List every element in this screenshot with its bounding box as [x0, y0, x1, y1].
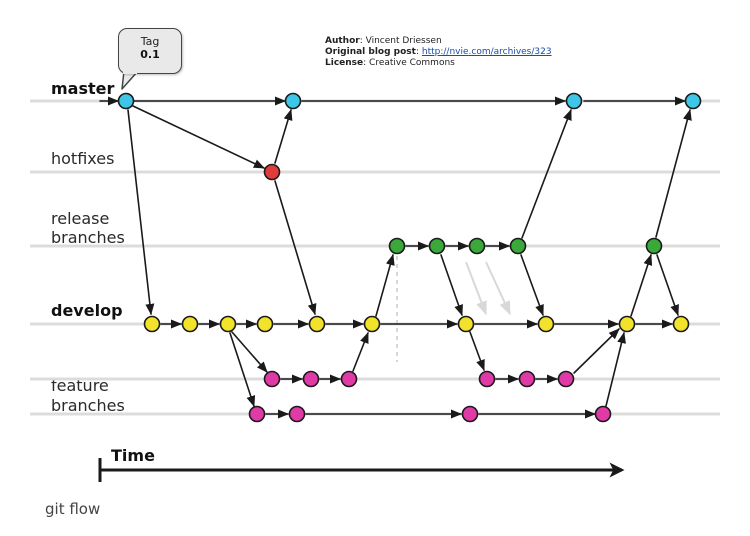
credits-block: Author: Vincent Driessen Original blog p…: [325, 36, 552, 69]
commit-master[interactable]: [684, 92, 702, 110]
commit-feature[interactable]: [594, 405, 612, 423]
arrow-release-to-master: [521, 108, 572, 239]
commit-feature[interactable]: [461, 405, 479, 423]
lane-label-master: master: [51, 79, 115, 98]
commit-arrows: [99, 96, 692, 419]
commit-feature[interactable]: [288, 405, 306, 423]
arrow-master-to-develop: [127, 109, 155, 316]
arrow-master-to-hotfix: [132, 105, 266, 169]
arrow-release2-to-master: [655, 108, 692, 238]
tag-title: Tag: [140, 35, 160, 48]
commit-feature[interactable]: [557, 370, 575, 388]
arrow-featureB-to-develop: [605, 331, 626, 407]
commit-master[interactable]: [284, 92, 302, 110]
commit-develop[interactable]: [143, 315, 161, 333]
figure-caption: git flow: [45, 500, 101, 518]
credits-author: Author: Vincent Driessen: [325, 36, 552, 47]
commit-release[interactable]: [645, 237, 663, 255]
arrow-hotfix-to-master: [274, 108, 293, 164]
time-axis: [98, 458, 625, 482]
arrow-develop-to-featureB: [229, 332, 256, 408]
lane-label-feature-line1: feature: [51, 376, 109, 395]
commit-develop[interactable]: [308, 315, 326, 333]
credits-blog: Original blog post: http://nvie.com/arch…: [325, 47, 552, 58]
credits-license: License: Creative Commons: [325, 58, 552, 69]
commit-feature[interactable]: [263, 370, 281, 388]
commit-release[interactable]: [428, 237, 446, 255]
lane-label-feature-line2: branches: [51, 396, 125, 415]
faded-arrow-1: [465, 261, 487, 316]
arrow-release-to-develop-a: [440, 254, 463, 317]
commit-release[interactable]: [468, 237, 486, 255]
commit-release[interactable]: [509, 237, 527, 255]
commit-develop[interactable]: [181, 315, 199, 333]
arrow-develop-to-featureC: [469, 331, 485, 372]
commit-hotfix[interactable]: [263, 163, 281, 181]
arrow-featureC-to-develop: [573, 328, 620, 374]
lane-label-develop: develop: [51, 301, 123, 320]
develop-commits: [143, 315, 690, 333]
license-value: : Creative Commons: [363, 58, 455, 68]
commit-develop[interactable]: [256, 315, 274, 333]
license-label: License: [325, 58, 364, 68]
blog-sep: :: [415, 47, 422, 57]
blog-label: Original blog post: [325, 47, 416, 57]
feature-commits: [248, 370, 612, 423]
commit-develop[interactable]: [457, 315, 475, 333]
commit-release[interactable]: [388, 237, 406, 255]
commit-feature[interactable]: [340, 370, 358, 388]
arrow-featureA-to-develop: [352, 331, 369, 372]
commit-feature[interactable]: [248, 405, 266, 423]
commit-master[interactable]: [565, 92, 583, 110]
release-commits: [388, 237, 663, 255]
lane-lines: [30, 99, 720, 416]
hotfix-commits: [263, 163, 281, 181]
commit-develop[interactable]: [618, 315, 636, 333]
commit-develop[interactable]: [219, 315, 237, 333]
master-commits: [117, 92, 702, 110]
arrow-develop-to-featureA: [231, 331, 268, 373]
commit-feature[interactable]: [518, 370, 536, 388]
tag-bubble: Tag 0.1: [118, 28, 182, 74]
commit-develop[interactable]: [672, 315, 690, 333]
faded-arrow-2: [485, 261, 511, 316]
arrow-hotfix-to-develop: [274, 180, 317, 316]
arrow-release2-to-develop: [656, 254, 679, 317]
arrow-release-to-develop-b: [520, 254, 544, 317]
author-label: Author: [325, 36, 360, 46]
arrow-develop-to-release2: [630, 253, 653, 317]
commit-develop[interactable]: [537, 315, 555, 333]
faded-arrows: [465, 261, 511, 316]
tag-version: 0.1: [140, 48, 160, 61]
commit-master[interactable]: [117, 92, 135, 110]
lane-label-release-line2: branches: [51, 228, 125, 247]
time-label: Time: [111, 446, 155, 465]
commit-feature[interactable]: [478, 370, 496, 388]
author-value: : Vincent Driessen: [359, 36, 442, 46]
arrow-develop-to-release: [375, 253, 395, 317]
commit-feature[interactable]: [302, 370, 320, 388]
lane-label-release-line1: release: [51, 209, 110, 228]
tag-pointer-join: [123, 70, 137, 74]
blog-link[interactable]: http://nvie.com/archives/323: [421, 47, 552, 57]
lane-label-hotfixes: hotfixes: [51, 149, 115, 168]
commit-develop[interactable]: [363, 315, 381, 333]
